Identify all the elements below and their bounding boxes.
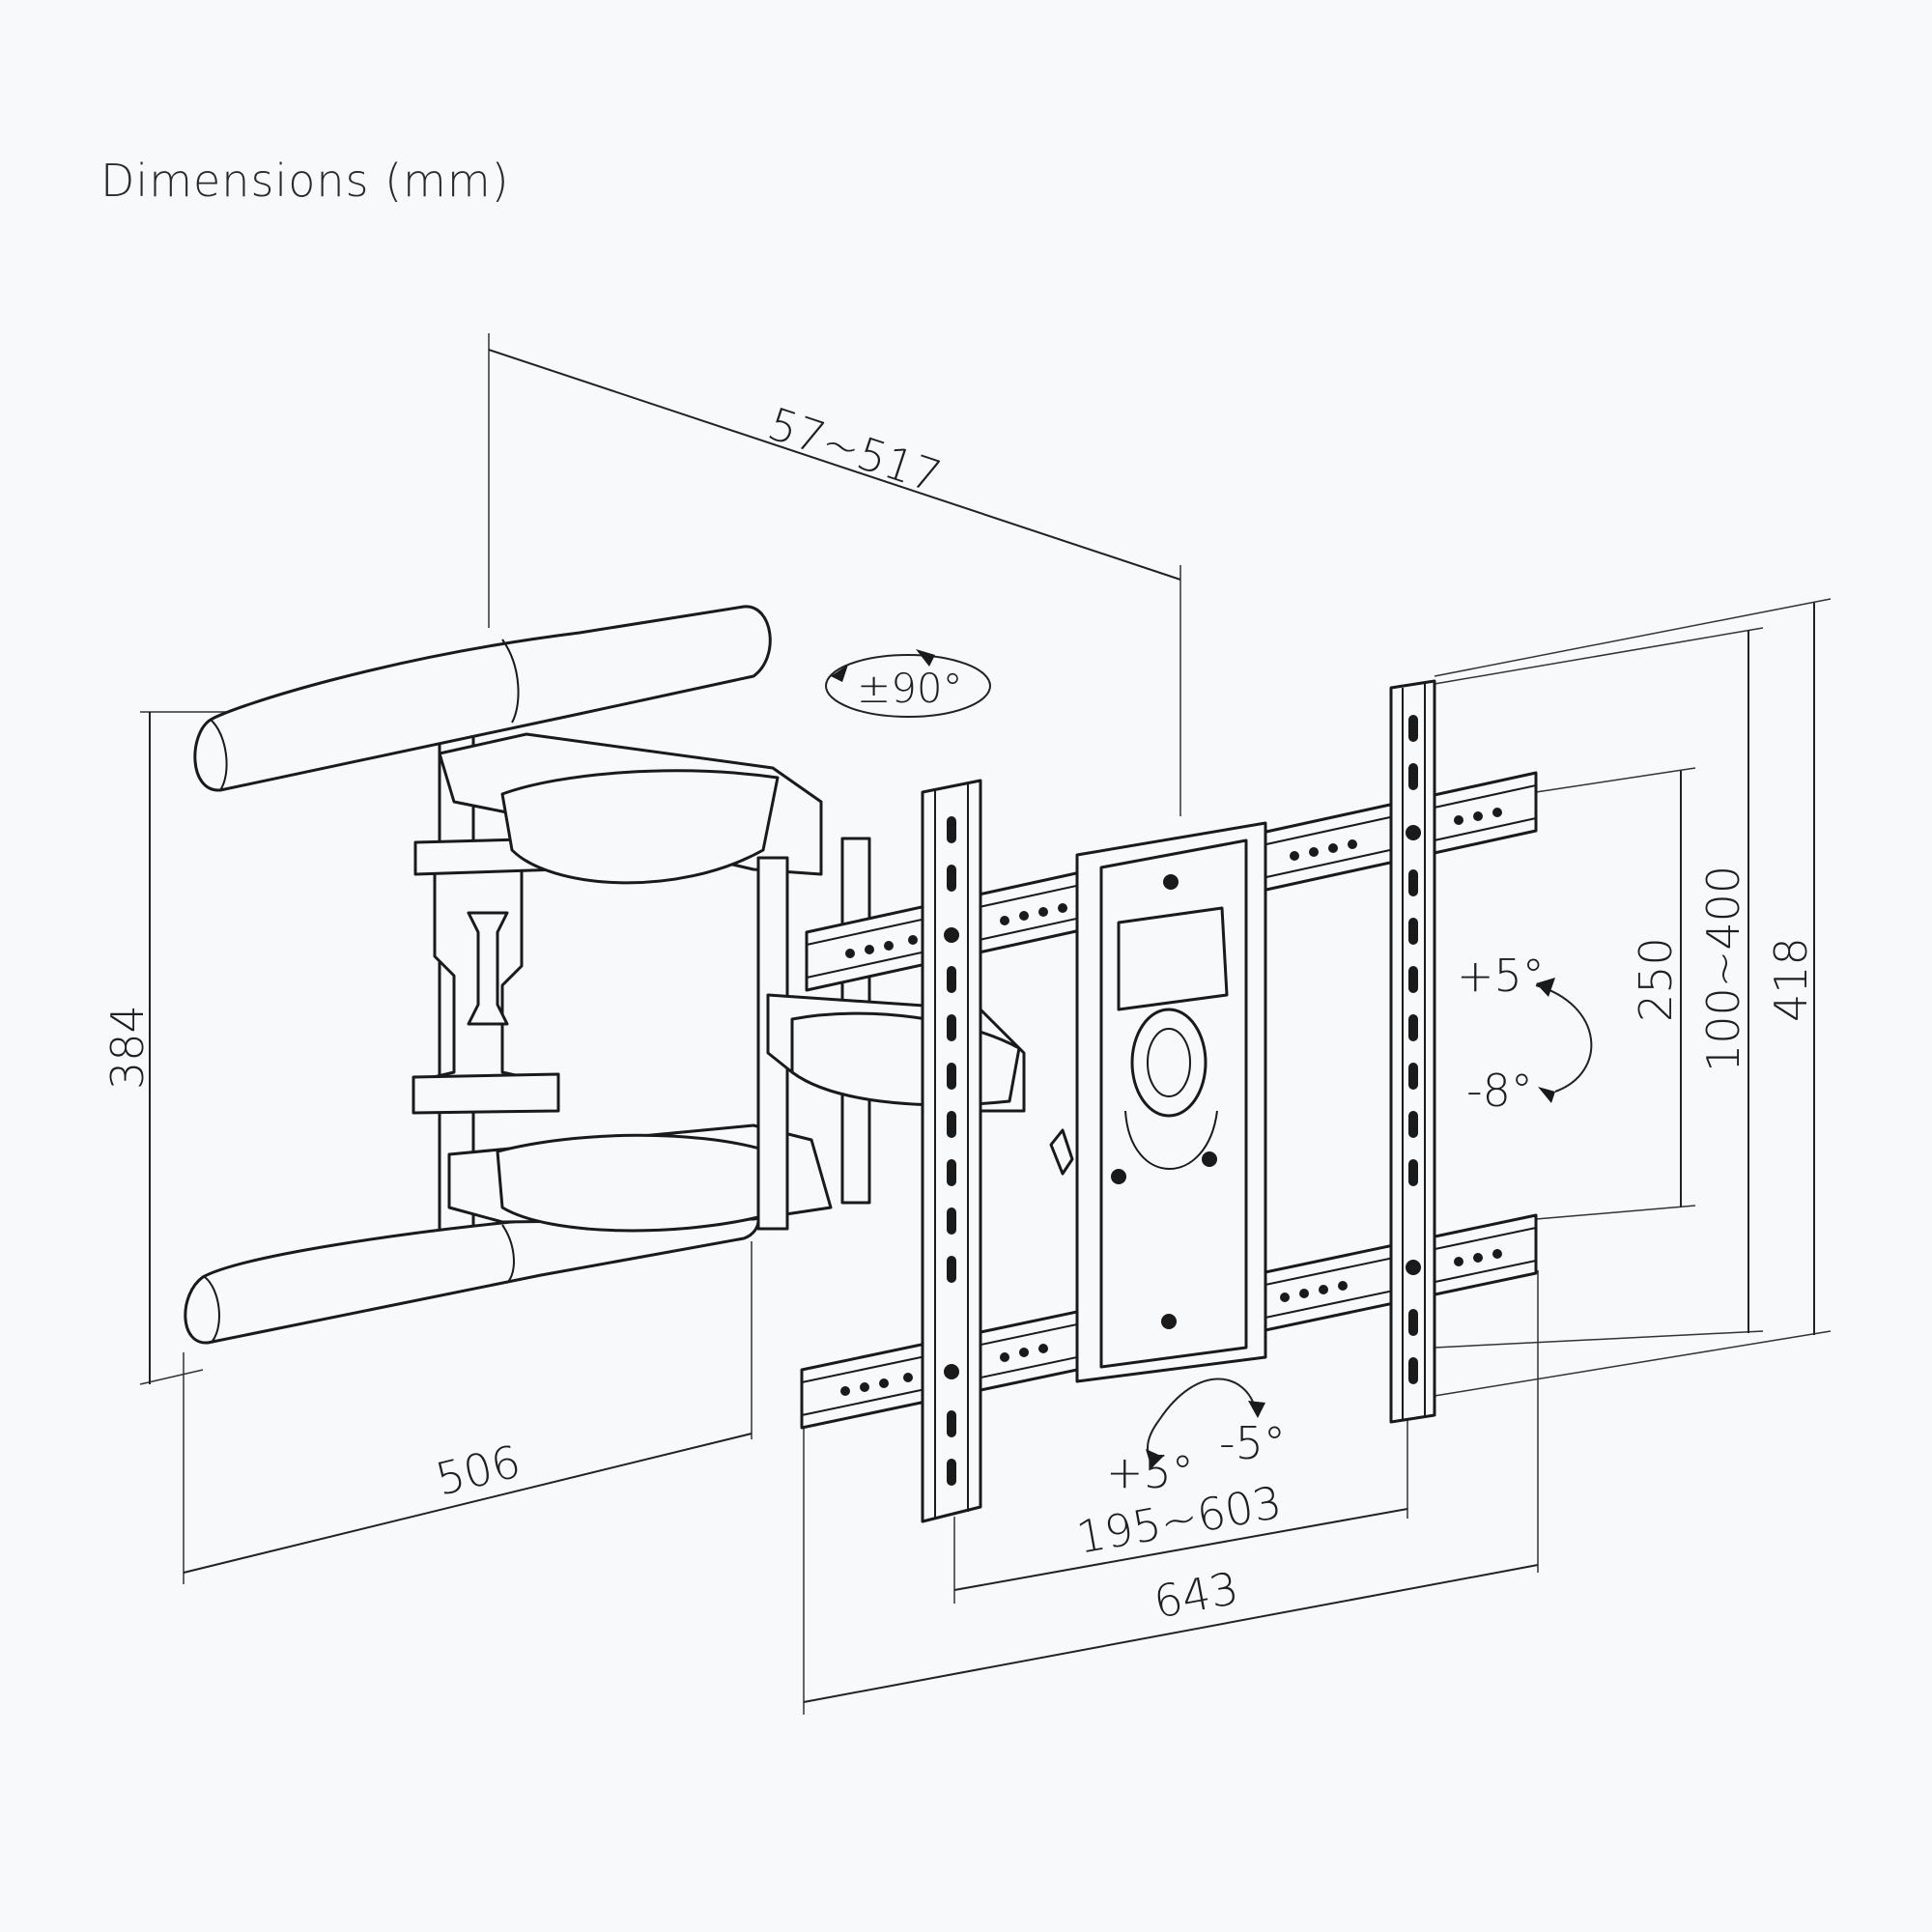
wall-plate xyxy=(412,732,562,1243)
lower-arm xyxy=(184,1123,833,1345)
swivel-indicator: ±90° xyxy=(825,649,991,718)
label-arm-extension: 57~517 xyxy=(762,397,948,503)
vertical-plate-right xyxy=(1389,679,1436,1424)
label-plate-height: 418 xyxy=(1765,937,1817,1022)
level-indicator: +5° -5° xyxy=(1106,1378,1286,1498)
label-swivel: ±90° xyxy=(857,665,963,712)
label-width-arm: 506 xyxy=(431,1435,526,1505)
label-level-minus: -5° xyxy=(1219,1417,1286,1469)
label-tilt-up: +5° xyxy=(1457,950,1545,1002)
label-tilt-down: -8° xyxy=(1466,1065,1533,1117)
diagram-title: Dimensions (mm) xyxy=(100,155,510,207)
dimension-vesa-vertical-range: 100~400 xyxy=(1434,627,1764,1349)
label-height-arm: 384 xyxy=(101,1005,154,1090)
vertical-plate-left xyxy=(921,779,982,1523)
center-carriage xyxy=(1049,821,1267,1383)
dimension-plate-height: 418 xyxy=(1434,598,1832,1397)
label-level-plus: +5° xyxy=(1106,1446,1194,1498)
dimension-height-arm: 384 xyxy=(101,711,242,1385)
tilt-indicator: +5° -8° xyxy=(1457,950,1593,1117)
label-vesa-vertical-250: 250 xyxy=(1630,937,1682,1022)
label-plate-width: 643 xyxy=(1150,1562,1242,1629)
upper-arm xyxy=(193,605,823,885)
label-vesa-vertical-range: 100~400 xyxy=(1697,866,1749,1072)
dimension-vesa-vertical-250: 250 xyxy=(1535,767,1696,1220)
